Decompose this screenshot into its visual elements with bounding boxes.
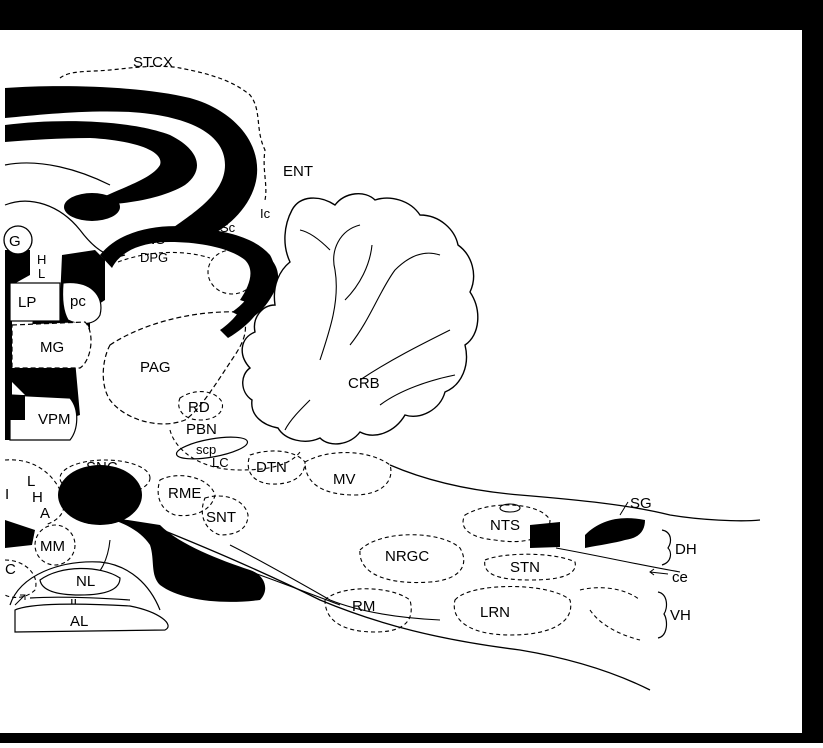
cortex-band (5, 86, 257, 238)
sg-black-left (530, 522, 560, 548)
frame-top (0, 0, 823, 30)
region-pag-label: PAG (140, 359, 171, 376)
brainstem-dorsal-edge (390, 465, 760, 521)
region-pc-label: pc (70, 293, 86, 310)
region-rm-label: RM (352, 598, 375, 615)
region-vh-label: VH (670, 607, 691, 624)
region-i-mid-label: I (5, 486, 9, 503)
sg-pointer (620, 502, 628, 515)
region-vpm-label: VPM (38, 411, 71, 428)
snc-stalk (95, 515, 265, 602)
region-snc-label: SNC (86, 459, 118, 476)
frame-bottom (0, 733, 823, 743)
region-snt-label: SNT (206, 509, 236, 526)
region-mm-label: MM (40, 538, 65, 555)
vh-dashed (580, 588, 640, 640)
region-sg-black (585, 518, 645, 548)
region-sc-label: Sc (220, 220, 236, 235)
region-lp-label: LP (18, 294, 36, 311)
colliculus-arc (100, 226, 274, 305)
region-ic-label: Ic (260, 206, 271, 221)
arrow-left (15, 595, 25, 605)
white-matter-line (5, 163, 110, 185)
black-wedge-left (5, 520, 35, 548)
region-mg-label: MG (40, 339, 64, 356)
region-nrgc-label: NRGC (385, 548, 429, 565)
region-lrn-outline (454, 587, 571, 636)
region-stn-label: STN (510, 559, 540, 576)
region-h-top-label: H (37, 252, 46, 267)
region-h-mid-label: H (32, 489, 43, 506)
region-c-left-label: C (5, 561, 16, 578)
region-stcx-label: STCX (133, 54, 173, 71)
region-ce-label: ce (672, 569, 688, 586)
region-lrn-label: LRN (480, 604, 510, 621)
dh-bracket (662, 530, 670, 565)
region-rd-label: RD (188, 399, 210, 416)
region-ent-label: ENT (283, 163, 313, 180)
inferior-colliculus-circle (208, 250, 256, 294)
region-rme-label: RME (168, 485, 201, 502)
region-ing-label: ING (142, 232, 165, 247)
vh-bracket (658, 592, 666, 638)
region-l-top-label: L (38, 266, 45, 281)
region-crb-label: CRB (348, 375, 380, 392)
region-nl-label: NL (76, 573, 95, 590)
region-nts-label: NTS (490, 517, 520, 534)
region-mv-label: MV (333, 471, 356, 488)
region-dh-label: DH (675, 541, 697, 558)
region-al-outline (15, 604, 168, 632)
region-dpg-label: DPG (140, 250, 168, 265)
region-al-label: AL (70, 613, 88, 630)
region-i-left-label: I (5, 372, 9, 389)
region-a-mid-label: A (40, 505, 50, 522)
cortex-hole (64, 193, 120, 221)
region-sg-label: SG (630, 495, 652, 512)
frame-right (802, 0, 823, 743)
region-pbn-label: PBN (186, 421, 217, 438)
region-l-mid-label: L (27, 473, 35, 490)
nts-solitary-tract (500, 504, 520, 512)
region-dtn-label: DTN (256, 459, 287, 476)
region-g-label: G (9, 233, 21, 250)
region-crb-outline (242, 194, 478, 444)
ce-arrow (650, 569, 668, 575)
